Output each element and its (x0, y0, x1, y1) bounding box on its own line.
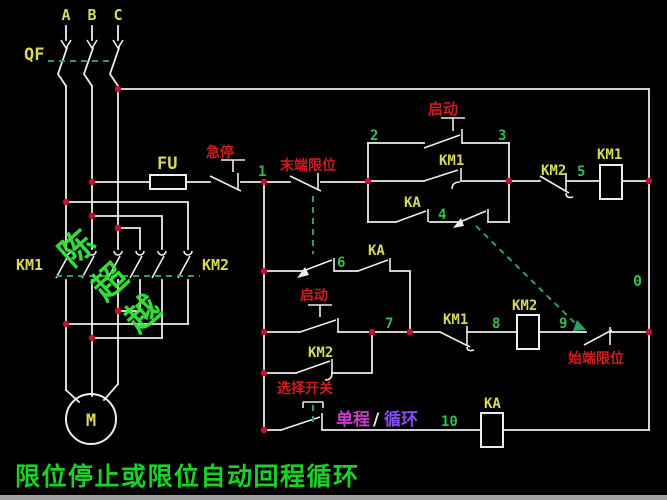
fuse-fu (91, 174, 211, 190)
top-and-right-rail (117, 88, 650, 431)
node-5: 5 (577, 164, 585, 180)
start-mid-label: 启动 (300, 287, 328, 304)
ka-coil-label: KA (484, 396, 501, 412)
fu-label: FU (157, 154, 177, 174)
km2-aux-branch (263, 331, 373, 381)
watermark-char-1: 陈 (51, 222, 103, 274)
mech-link-arrow (573, 320, 586, 331)
mode-slash: / (373, 410, 380, 430)
mode-cycle-label: 循环 (384, 409, 418, 430)
km2-feed-branches (65, 201, 189, 250)
km1-main-label: KM1 (16, 256, 43, 274)
watermark: 陈 超 越 (51, 222, 170, 340)
motor-circle (65, 393, 117, 445)
ka-top-label: KA (404, 195, 421, 211)
node-10: 10 (441, 414, 458, 430)
start-limit-no-arrow (453, 218, 464, 228)
km1-nc-label: KM1 (443, 312, 468, 328)
end-limit-switch (263, 173, 369, 254)
estop-button (209, 159, 265, 192)
km1-coil-label: KM1 (597, 147, 622, 163)
mode-single-label: 单程 (336, 409, 370, 430)
km1-main-contacts (55, 250, 123, 279)
ka-mid-label: KA (368, 243, 385, 259)
mode-labels: 单程 / 循环 (336, 409, 418, 430)
phase-b-label: B (87, 6, 96, 24)
km2-coil-label: KM2 (512, 298, 537, 314)
ka-coil-body (480, 412, 504, 448)
selector-label: 选择开关 (277, 380, 333, 397)
qf-label: QF (24, 45, 44, 65)
phase-labels: A B C (61, 6, 122, 24)
reverse-row (263, 304, 650, 352)
km2-aux-label: KM2 (308, 345, 333, 361)
km2-interlock (539, 173, 601, 199)
phase-c-label: C (113, 6, 122, 24)
diagram-title: 限位停止或限位自动回程循环 (15, 462, 360, 491)
km2-coil-body (516, 314, 540, 350)
mode-select-row (263, 401, 650, 448)
node-3: 3 (498, 128, 506, 144)
end-limit-label: 末端限位 (280, 157, 336, 174)
qf-breaker (48, 46, 121, 88)
start-limit-mech-link (475, 225, 579, 327)
junction-dots (62, 85, 653, 434)
km2-main-contacts (129, 250, 193, 279)
node-4: 4 (438, 207, 446, 223)
phase-a-label: A (61, 6, 70, 24)
motor-label: M (86, 411, 96, 431)
start-limit-label: 始端限位 (568, 350, 624, 367)
node-9: 9 (559, 316, 567, 332)
node-8: 8 (492, 316, 500, 332)
auto-return-row (263, 258, 411, 333)
estop-label: 急停 (206, 144, 234, 161)
incoming-phase-arrows (60, 25, 124, 50)
node-6: 6 (337, 255, 345, 271)
start-hold-parallel-group (367, 117, 541, 228)
km2-main-label: KM2 (202, 256, 229, 274)
km2-interlock-label: KM2 (541, 163, 566, 179)
node-0: 0 (633, 272, 642, 290)
km1-coil-body (599, 164, 623, 200)
node-numbers: 1 2 3 4 5 6 7 8 9 10 0 (258, 128, 642, 430)
node-1: 1 (258, 164, 266, 180)
motor: M (64, 382, 120, 445)
node-7: 7 (385, 316, 393, 332)
node-2: 2 (370, 128, 378, 144)
bottom-border-strip (0, 495, 667, 500)
fuse-body (149, 174, 187, 190)
km1-hold-label: KM1 (439, 153, 464, 169)
phase-verticals (65, 85, 119, 250)
contact-output-wires (65, 279, 189, 397)
start-top-label: 启动 (428, 100, 458, 118)
